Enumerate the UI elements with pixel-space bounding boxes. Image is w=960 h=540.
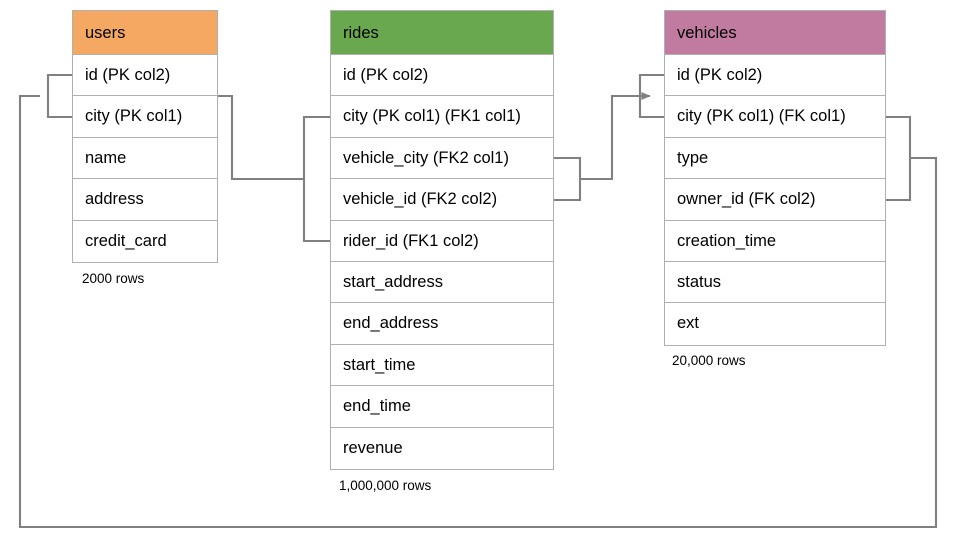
table-row[interactable]: start_address xyxy=(331,262,553,304)
table-row[interactable]: owner_id (FK col2) xyxy=(665,179,885,221)
table-row[interactable]: address xyxy=(73,179,217,221)
table-users[interactable]: users id (PK col2) city (PK col1) name a… xyxy=(72,10,218,263)
table-users-header: users xyxy=(73,11,217,55)
table-rides-header: rides xyxy=(331,11,553,55)
table-row[interactable]: id (PK col2) xyxy=(665,55,885,97)
table-users-row-count: 2000 rows xyxy=(82,271,145,286)
table-row[interactable]: revenue xyxy=(343,438,403,457)
table-row[interactable]: name xyxy=(73,138,217,180)
table-row[interactable]: city (PK col1) (FK col1) xyxy=(665,96,885,138)
table-vehicles[interactable]: vehicles id (PK col2) city (PK col1) (FK… xyxy=(664,10,886,346)
table-vehicles-row-count: 20,000 rows xyxy=(672,353,746,368)
table-vehicles-header: vehicles xyxy=(665,11,885,55)
table-row[interactable]: city (PK col1) xyxy=(73,96,217,138)
table-row[interactable]: city (PK col1) (FK1 col1) xyxy=(331,96,553,138)
table-row[interactable]: id (PK col2) xyxy=(73,55,217,97)
connector-rides-vehicle-to-vehicles xyxy=(554,73,664,202)
table-row[interactable]: id (PK col2) xyxy=(331,55,553,97)
table-rides-row-count: 1,000,000 rows xyxy=(339,478,432,493)
table-row[interactable]: rider_id (FK1 col2) xyxy=(331,221,553,262)
table-row[interactable]: creation_time xyxy=(665,221,885,262)
users-key-bracket xyxy=(46,73,72,119)
table-row[interactable]: credit_card xyxy=(85,231,167,250)
table-row[interactable]: ext xyxy=(677,314,700,333)
table-rides[interactable]: rides id (PK col2) city (PK col1) (FK1 c… xyxy=(330,10,554,470)
table-row[interactable]: end_time xyxy=(331,386,553,428)
table-row[interactable]: end_address xyxy=(331,303,553,345)
table-row[interactable]: start_time xyxy=(331,345,553,387)
table-row[interactable]: type xyxy=(665,138,885,180)
table-row[interactable]: status xyxy=(665,262,885,304)
table-row[interactable]: vehicle_id (FK2 col2) xyxy=(331,179,553,221)
table-row[interactable]: vehicle_city (FK2 col1) xyxy=(331,138,553,180)
